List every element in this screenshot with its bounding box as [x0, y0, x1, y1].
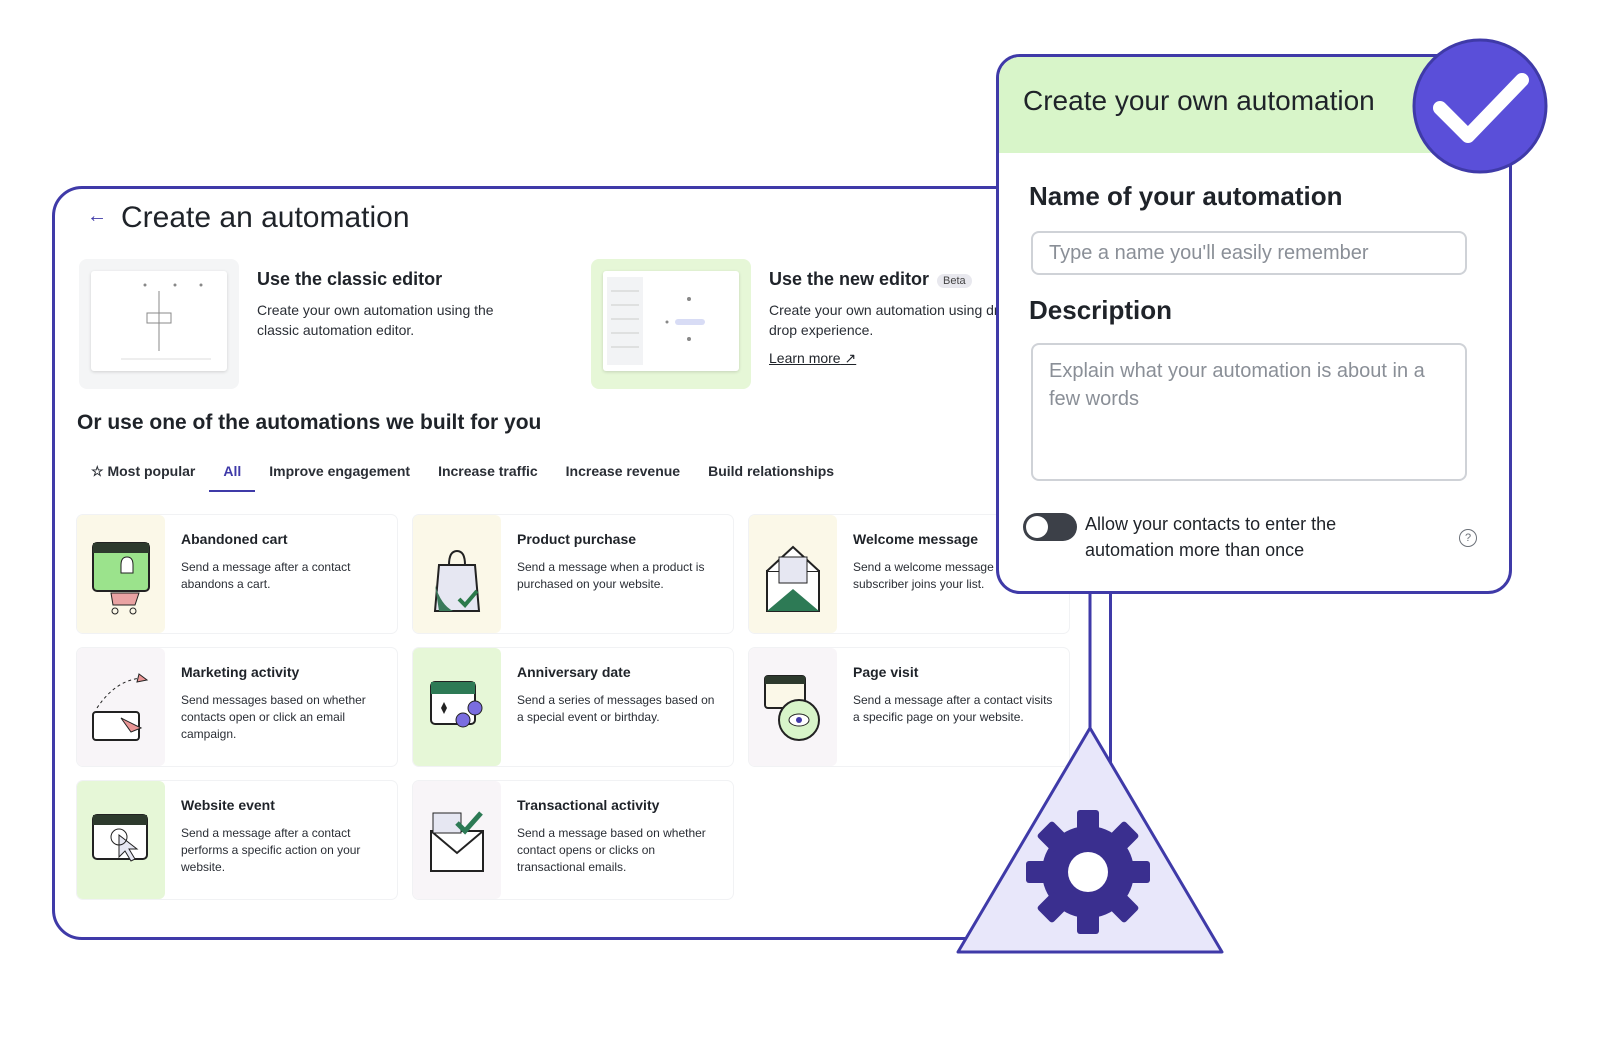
card-description: Send a message after a contact abandons …: [181, 560, 351, 591]
template-card-marketing-activity[interactable]: Marketing activity Send messages based o…: [77, 648, 397, 766]
calendar-icon: [413, 648, 501, 766]
classic-editor-title: Use the classic editor: [257, 269, 443, 289]
new-editor-card[interactable]: Use the new editor Beta Create your own a…: [591, 259, 1109, 389]
classic-editor-description: Create your own automation using the cla…: [257, 302, 494, 338]
card-title: Website event: [181, 797, 275, 813]
card-title: Anniversary date: [517, 664, 631, 680]
classic-editor-card[interactable]: Use the classic editor Create your own a…: [79, 259, 559, 389]
template-card-abandoned-cart[interactable]: Abandoned cart Send a message after a co…: [77, 515, 397, 633]
shopping-cart-icon: [77, 515, 165, 633]
create-automation-panel: ← Create an automation Use the classic e…: [52, 186, 1112, 940]
tab-improve-engagement[interactable]: Improve engagement: [269, 463, 411, 479]
envelope-check-icon: [413, 781, 501, 899]
category-tabs: ☆ Most popular All Improve engagement In…: [91, 463, 834, 492]
envelope-open-icon: [749, 515, 837, 633]
star-icon: ☆: [91, 463, 104, 479]
tab-build-relationships[interactable]: Build relationships: [708, 463, 835, 479]
card-title: Welcome message: [853, 531, 979, 547]
description-label: Description: [1029, 295, 1173, 325]
beta-badge: Beta: [937, 273, 972, 288]
new-editor-thumbnail: [591, 259, 751, 389]
card-description: Send a series of messages based on a spe…: [517, 693, 715, 724]
page-title: Create an automation: [121, 201, 410, 234]
tab-all[interactable]: All: [209, 463, 256, 492]
automation-form-panel: Create your own automation Name of your …: [996, 54, 1512, 594]
template-card-product-purchase[interactable]: Product purchase Send a message when a p…: [413, 515, 733, 633]
gear-icon: [956, 726, 1224, 954]
eye-icon: [749, 648, 837, 766]
allow-reentry-toggle[interactable]: [1023, 513, 1077, 541]
classic-editor-thumbnail: [79, 259, 239, 389]
learn-more-link[interactable]: Learn more ↗: [769, 350, 857, 366]
connector-line: [1088, 590, 1092, 730]
template-card-transactional-activity[interactable]: Transactional activity Send a message ba…: [413, 781, 733, 899]
template-card-anniversary-date[interactable]: Anniversary date Send a series of messag…: [413, 648, 733, 766]
external-link-icon: ↗: [844, 350, 857, 366]
checkmark-badge-icon: [1412, 38, 1548, 174]
new-editor-description: Create your own automation using drag an…: [769, 302, 1042, 338]
card-description: Send a message after a contact visits a …: [853, 693, 1053, 724]
automation-name-input[interactable]: Type a name you'll easily remember: [1031, 231, 1467, 275]
card-description: Send a message based on whether contact …: [517, 826, 706, 874]
help-icon[interactable]: ?: [1459, 529, 1477, 547]
card-title: Product purchase: [517, 531, 637, 547]
arrow-left-icon[interactable]: ←: [87, 205, 107, 227]
card-title: Marketing activity: [181, 664, 300, 680]
template-card-website-event[interactable]: Website event Send a message after a con…: [77, 781, 397, 899]
tab-increase-revenue[interactable]: Increase revenue: [565, 463, 681, 479]
form-title: Create your own automation: [1023, 85, 1375, 116]
tab-increase-traffic[interactable]: Increase traffic: [438, 463, 538, 479]
card-title: Abandoned cart: [181, 531, 288, 547]
toggle-label: Allow your contacts to enter the automat…: [1085, 514, 1337, 560]
card-description: Send messages based on whether contacts …: [181, 693, 366, 741]
description-textarea[interactable]: Explain what your automation is about in…: [1031, 343, 1467, 481]
paper-plane-icon: [77, 648, 165, 766]
card-description: Send a message when a product is purchas…: [517, 560, 705, 591]
template-card-page-visit[interactable]: Page visit Send a message after a contac…: [749, 648, 1069, 766]
toggle-knob: [1026, 516, 1048, 538]
new-editor-title: Use the new editor: [769, 269, 930, 289]
card-description: Send a message after a contact performs …: [181, 826, 361, 874]
section-title: Or use one of the automations we built f…: [77, 411, 542, 434]
shopping-bag-icon: [413, 515, 501, 633]
card-title: Page visit: [853, 664, 919, 680]
tab-most-popular[interactable]: ☆ Most popular: [91, 463, 196, 479]
card-description: Send a welcome message when a subscriber…: [853, 560, 1036, 591]
cursor-click-icon: [77, 781, 165, 899]
card-title: Transactional activity: [517, 797, 660, 813]
name-label: Name of your automation: [1029, 181, 1343, 211]
